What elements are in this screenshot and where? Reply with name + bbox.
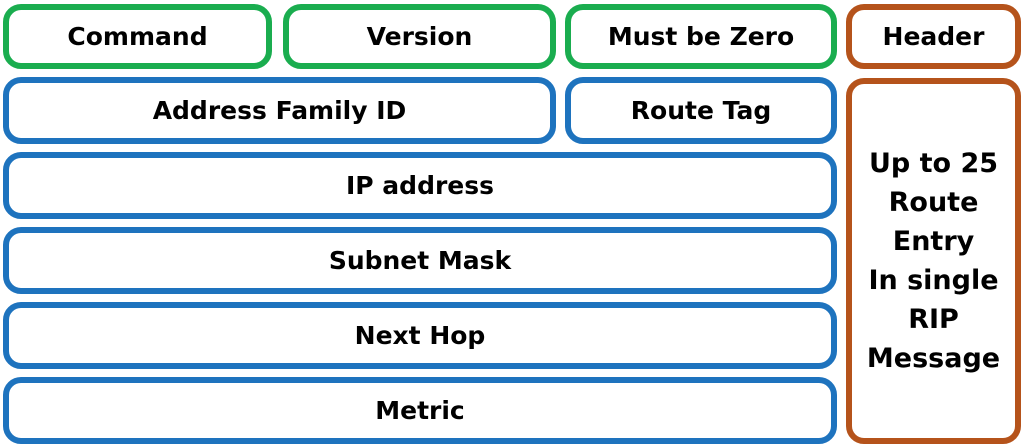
metric-label: Metric — [375, 396, 465, 425]
next-hop-label: Next Hop — [354, 321, 486, 350]
version-label: Version — [366, 22, 473, 51]
version-field: Version — [283, 4, 556, 69]
route-entries-line: Entry — [892, 226, 975, 257]
command-label: Command — [67, 22, 208, 51]
route-tag-field: Route Tag — [565, 77, 837, 144]
route-entries-label-box: Up to 25 Route Entry In single RIP Messa… — [846, 78, 1021, 444]
must-be-zero-label: Must be Zero — [607, 22, 795, 51]
route-tag-label: Route Tag — [630, 96, 772, 125]
ip-address-label: IP address — [345, 171, 495, 200]
command-field: Command — [3, 4, 272, 69]
route-entries-line: RIP — [908, 304, 959, 335]
subnet-mask-label: Subnet Mask — [328, 246, 512, 275]
header-label: Header — [882, 22, 985, 51]
route-entries-line: Message — [866, 343, 1001, 374]
route-entries-line: In single — [868, 265, 999, 296]
ip-address-field: IP address — [3, 152, 837, 219]
route-entries-line: Route — [888, 187, 979, 218]
address-family-id-label: Address Family ID — [152, 96, 407, 125]
metric-field: Metric — [3, 377, 837, 444]
next-hop-field: Next Hop — [3, 302, 837, 369]
must-be-zero-field: Must be Zero — [565, 4, 837, 69]
address-family-id-field: Address Family ID — [3, 77, 556, 144]
route-entries-line: Up to 25 — [868, 148, 999, 179]
header-label-box: Header — [846, 4, 1021, 69]
subnet-mask-field: Subnet Mask — [3, 227, 837, 294]
